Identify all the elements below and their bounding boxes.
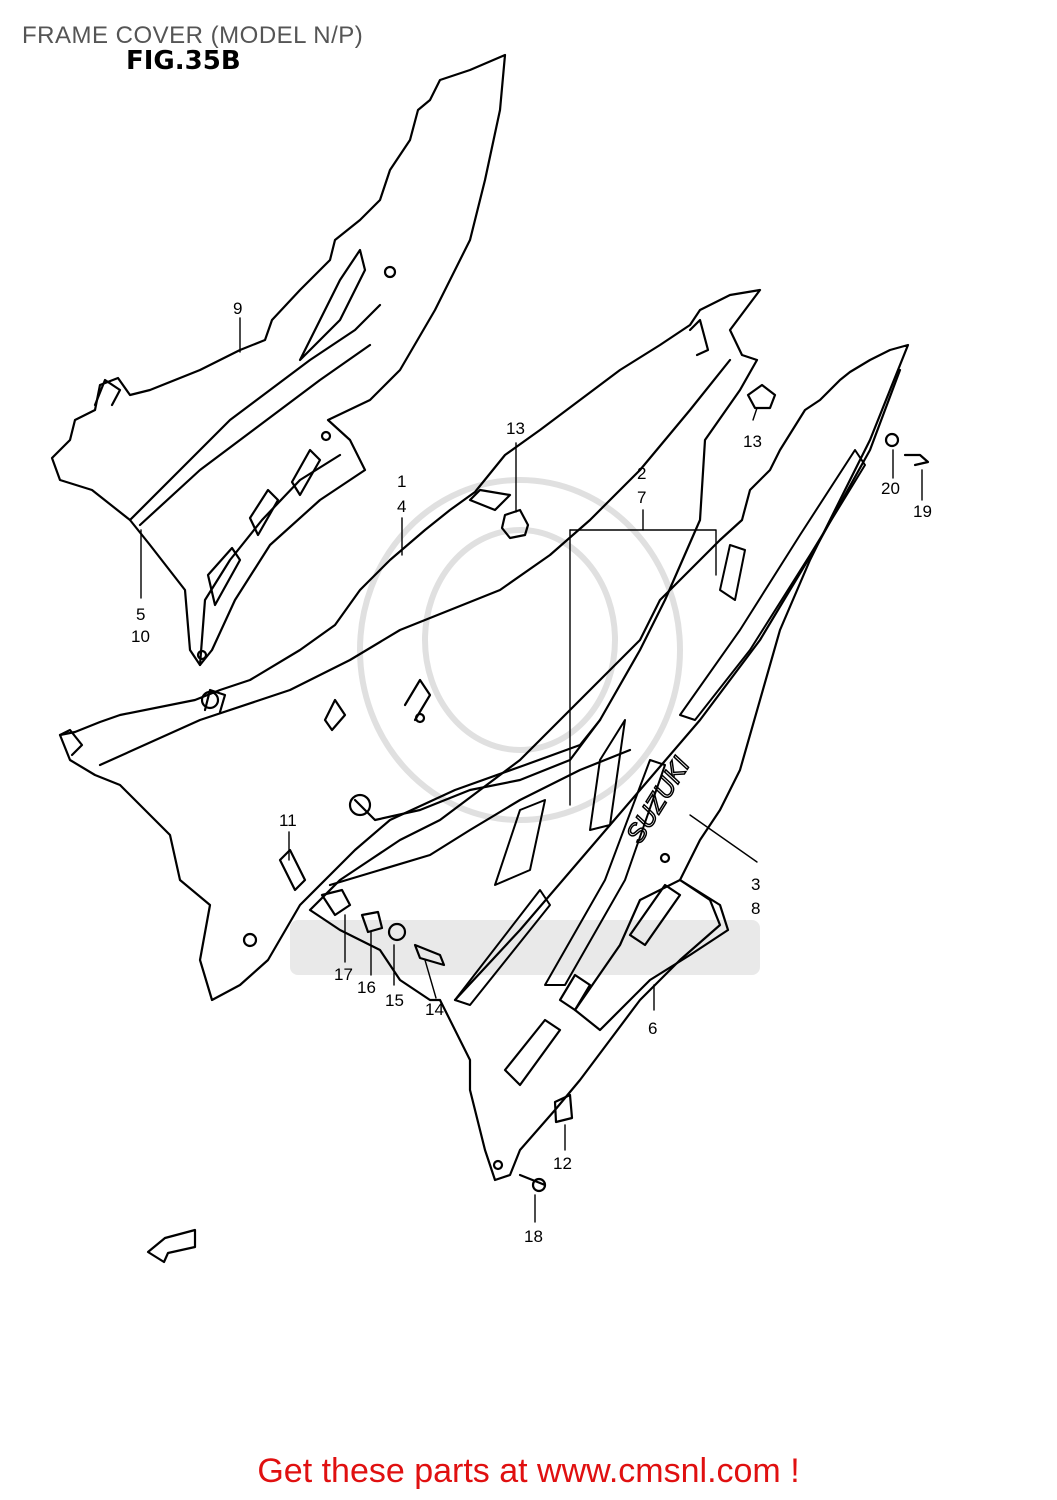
watermark-logo bbox=[290, 477, 760, 975]
cover-part-1 bbox=[58, 288, 762, 1002]
callout-14: 14 bbox=[425, 1000, 444, 1019]
callout-5: 5 bbox=[136, 605, 145, 624]
parts-diagram: SUZUKI FWD 9 1 4 5 10 13 13 2 7 20 19 3 … bbox=[50, 53, 932, 1264]
fwd-arrow-icon bbox=[146, 1228, 197, 1264]
callout-4: 4 bbox=[397, 497, 406, 516]
cover-part-6 bbox=[503, 878, 730, 1087]
callout-13b: 13 bbox=[743, 432, 762, 451]
callout-20: 20 bbox=[881, 479, 900, 498]
figure-number: FIG.35B bbox=[126, 46, 241, 76]
callout-9: 9 bbox=[233, 299, 242, 318]
cover-part-9 bbox=[50, 53, 507, 667]
footer-link[interactable]: Get these parts at www.cmsnl.com ! bbox=[257, 1452, 800, 1490]
callout-3: 3 bbox=[751, 875, 760, 894]
callout-13a: 13 bbox=[506, 419, 525, 438]
diagram-title: FRAME COVER (MODEL N/P) bbox=[22, 22, 364, 49]
callout-18: 18 bbox=[524, 1227, 543, 1246]
callout-17: 17 bbox=[334, 965, 353, 984]
callout-1: 1 bbox=[397, 472, 406, 491]
callout-8: 8 bbox=[751, 899, 760, 918]
callout-7: 7 bbox=[637, 488, 646, 507]
decal-stripes bbox=[454, 449, 866, 1006]
hardware-grommets bbox=[320, 383, 930, 1193]
callout-6: 6 bbox=[648, 1019, 657, 1038]
callout-2: 2 bbox=[637, 464, 646, 483]
callout-11: 11 bbox=[279, 811, 297, 830]
cover-part-2 bbox=[308, 343, 910, 1182]
callout-15: 15 bbox=[385, 991, 404, 1010]
callout-16: 16 bbox=[357, 978, 376, 997]
callout-numbers: 9 1 4 5 10 13 13 2 7 20 19 3 8 11 17 16 … bbox=[131, 299, 932, 1246]
callout-leaders bbox=[140, 317, 923, 1223]
callout-12: 12 bbox=[553, 1154, 572, 1173]
callout-19: 19 bbox=[913, 502, 932, 521]
callout-10: 10 bbox=[131, 627, 150, 646]
